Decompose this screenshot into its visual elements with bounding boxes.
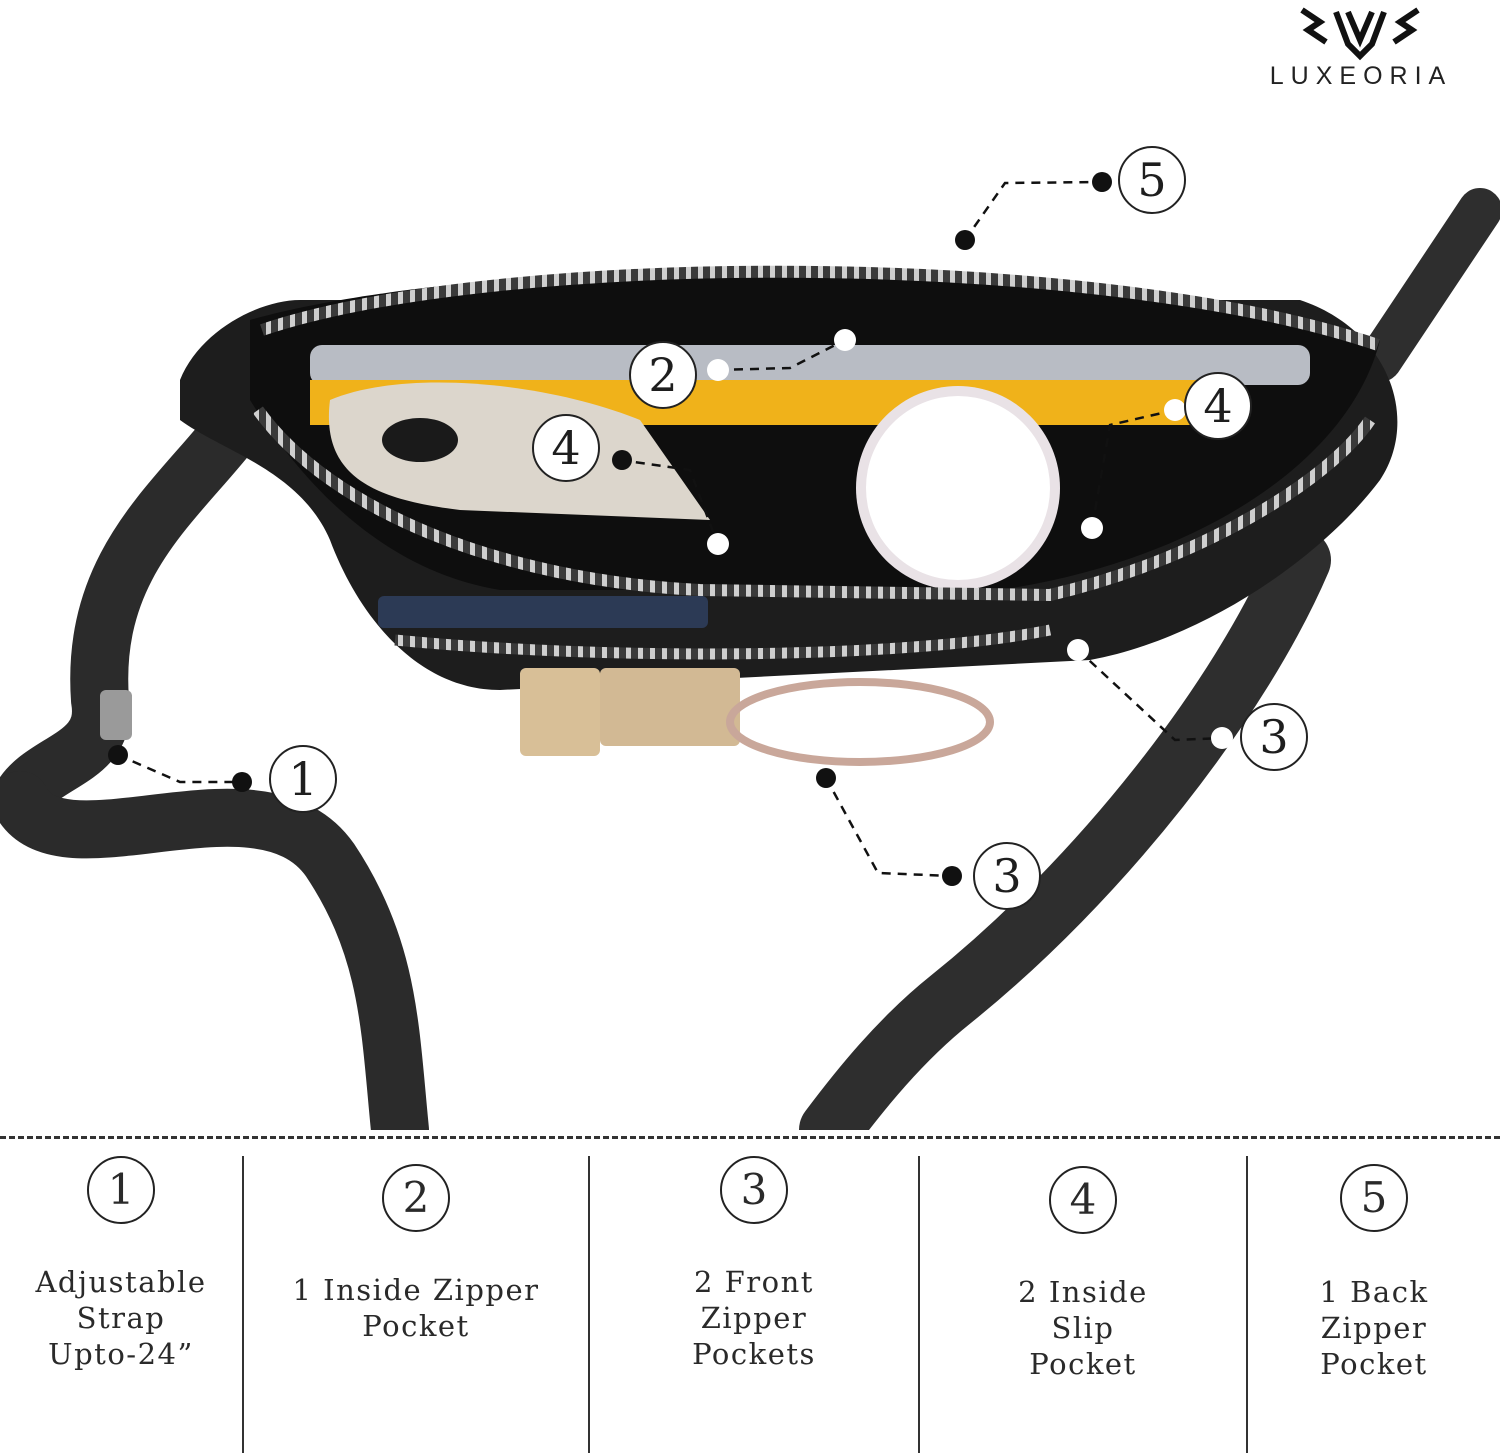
svg-text:1: 1 [288,752,317,806]
bag-body [180,265,1398,766]
callouts [117,180,1223,878]
svg-text:3: 3 [1259,710,1288,764]
column-separator [1246,1156,1248,1453]
feature-label: 2 Front Zipper Pockets [692,1265,816,1371]
callout-badge-1: 1 [269,745,337,813]
feature-adjustable-strap: 1 Adjustable Strap Upto-24” [0,1150,242,1450]
feature-front-zipper-pockets: 3 2 Front Zipper Pockets [590,1150,918,1450]
feature-back-zipper-pocket: 5 1 Back Zipper Pocket [1248,1150,1500,1450]
column-separator [918,1156,920,1453]
feature-number-badge: 2 [382,1164,450,1232]
feature-number-badge: 1 [87,1156,155,1224]
feature-label: Adjustable Strap Upto-24” [35,1265,207,1371]
feature-number-badge: 4 [1049,1166,1117,1234]
feature-inside-slip-pocket: 4 2 Inside Slip Pocket [920,1150,1246,1450]
feature-label: 1 Back Zipper Pocket [1319,1275,1429,1381]
feature-inside-zipper-pocket: 2 1 Inside Zipper Pocket [244,1150,588,1450]
shoulder-strap [0,188,1500,1130]
svg-text:4: 4 [1203,379,1232,433]
svg-text:3: 3 [992,849,1021,903]
luxeoria-crest-icon [1300,7,1420,61]
feature-label: 2 Inside Slip Pocket [1018,1275,1148,1381]
feature-number-badge: 5 [1340,1164,1408,1232]
crossbody-bag-photo: 1 2 3 3 4 4 5 [0,146,1500,1130]
callout-badge-2: 2 [629,341,697,409]
svg-text:4: 4 [551,421,580,475]
column-separator [242,1156,244,1453]
feature-label: 1 Inside Zipper Pocket [292,1273,540,1343]
brand-wordmark: LUXEORIA [1269,62,1453,90]
callout-badge-4-left: 4 [532,414,600,482]
svg-text:2: 2 [648,348,677,402]
callout-dots [108,172,1233,886]
dashed-divider [0,1136,1500,1139]
callout-badge-4-right: 4 [1184,372,1252,440]
strap-buckle [100,690,132,740]
callout-badge-5: 5 [1118,146,1186,214]
callout-badge-3-right: 3 [1240,703,1308,771]
column-separator [588,1156,590,1453]
callout-badge-3-bottom: 3 [973,842,1041,910]
svg-text:5: 5 [1137,153,1166,207]
feature-number-badge: 3 [720,1156,788,1224]
